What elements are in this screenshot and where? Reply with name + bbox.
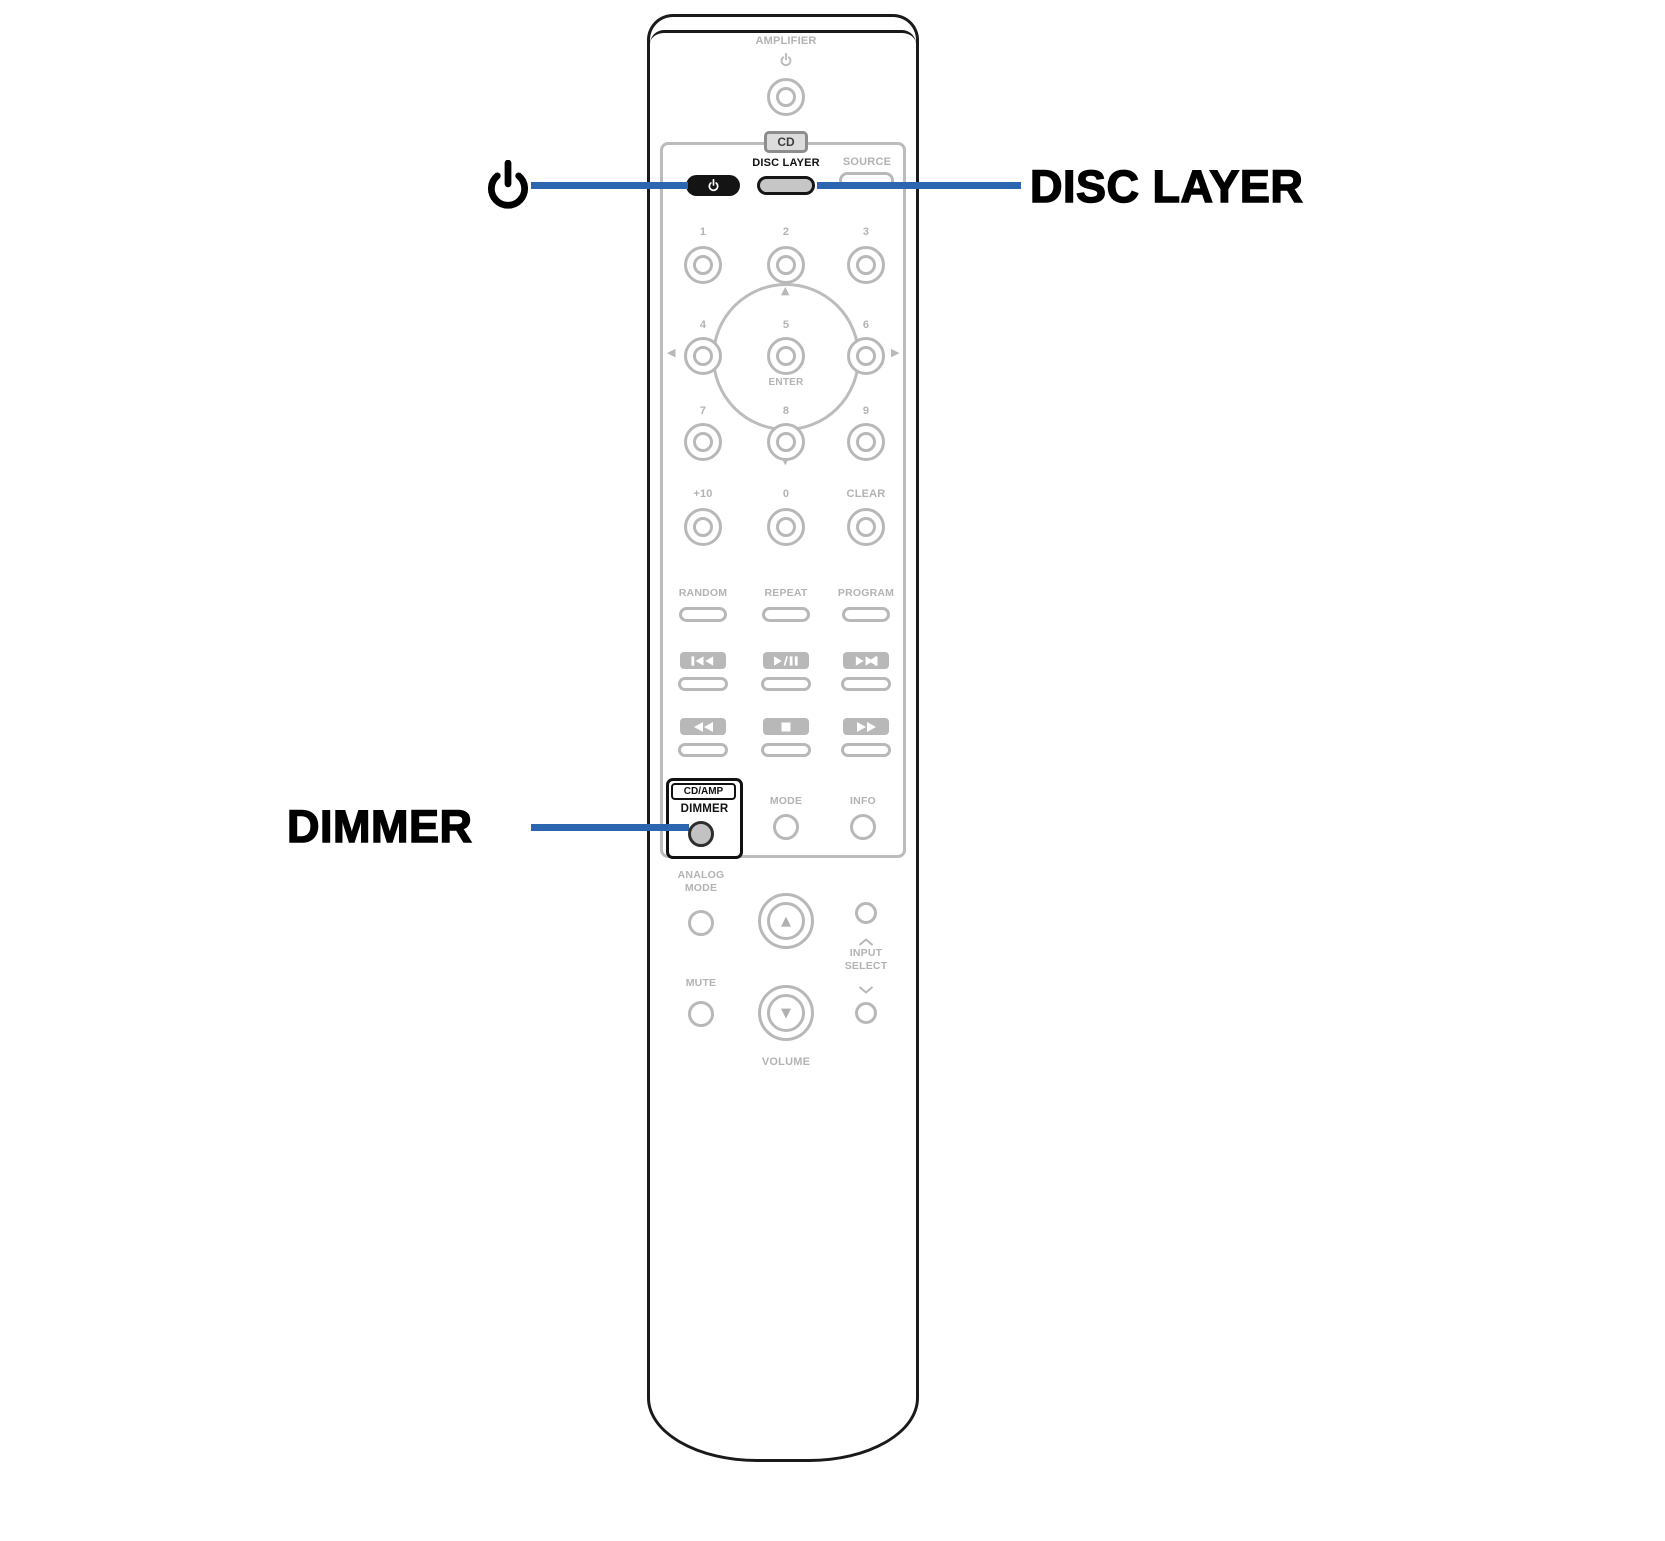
callout-line-disc-layer: [817, 182, 1021, 189]
button-clear[interactable]: [847, 508, 885, 546]
callout-disc-layer-label: DISC LAYER: [1029, 161, 1304, 212]
button-4[interactable]: [684, 337, 722, 375]
chevron-up-icon: [858, 933, 874, 951]
amplifier-power-icon: [779, 53, 793, 72]
mute-button[interactable]: [688, 1001, 714, 1027]
info-label: INFO: [850, 795, 876, 807]
skip-forward-button[interactable]: [841, 677, 891, 691]
button-9[interactable]: [847, 423, 885, 461]
button-plus10[interactable]: [684, 508, 722, 546]
dimmer-button-label: DIMMER: [680, 803, 729, 815]
callout-line-power: [531, 182, 688, 189]
label-6: 6: [862, 319, 870, 331]
label-3: 3: [862, 226, 870, 238]
fast-forward-button[interactable]: [841, 743, 891, 757]
cd-power-button[interactable]: [686, 175, 740, 196]
rewind-icon: [680, 718, 726, 735]
mode-button[interactable]: [773, 814, 799, 840]
dimmer-button[interactable]: [688, 821, 714, 847]
cd-section-badge: CD: [764, 131, 808, 153]
select-label: SELECT: [844, 960, 888, 972]
button-3[interactable]: [847, 246, 885, 284]
analog-mode-label-line2: MODE: [684, 882, 718, 894]
stop-icon: [763, 718, 809, 735]
label-5: 5: [782, 319, 790, 331]
source-label: SOURCE: [842, 156, 892, 168]
disc-layer-button-label: DISC LAYER: [752, 157, 820, 169]
label-4: 4: [699, 319, 707, 331]
play-pause-icon: [763, 652, 809, 669]
cursor-right-icon: ▶: [891, 346, 900, 359]
volume-up-icon: ▲: [781, 913, 791, 929]
remote-top-seam: [650, 30, 916, 44]
label-0: 0: [782, 488, 790, 500]
label-plus10: +10: [693, 488, 713, 500]
input-label: INPUT: [849, 947, 883, 959]
button-1[interactable]: [684, 246, 722, 284]
label-7: 7: [699, 405, 707, 417]
button-0[interactable]: [767, 508, 805, 546]
program-label: PROGRAM: [837, 587, 895, 599]
skip-back-icon: [680, 652, 726, 669]
volume-up-button[interactable]: ▲: [758, 893, 814, 949]
analog-mode-button[interactable]: [688, 910, 714, 936]
label-9: 9: [862, 405, 870, 417]
volume-down-icon: ▼: [781, 1005, 791, 1021]
skip-back-button[interactable]: [678, 677, 728, 691]
cursor-left-icon: ◀: [667, 346, 676, 359]
play-pause-button[interactable]: [761, 677, 811, 691]
label-1: 1: [699, 226, 707, 238]
button-2[interactable]: [767, 246, 805, 284]
cursor-up-icon: ▲: [781, 284, 790, 297]
chevron-down-icon: [858, 981, 874, 999]
amplifier-label: AMPLIFIER: [755, 35, 817, 47]
cd-amp-badge: CD/AMP: [671, 783, 736, 800]
rewind-button[interactable]: [678, 743, 728, 757]
enter-label: ENTER: [768, 377, 804, 388]
amplifier-power-button[interactable]: [767, 78, 805, 116]
power-icon: [482, 160, 534, 212]
repeat-button[interactable]: [762, 607, 810, 622]
disc-layer-button[interactable]: [757, 176, 815, 195]
stop-button[interactable]: [761, 743, 811, 757]
mute-label: MUTE: [685, 977, 717, 989]
label-clear: CLEAR: [846, 488, 886, 500]
input-select-up-button[interactable]: [855, 902, 877, 924]
skip-forward-icon: [843, 652, 889, 669]
info-button[interactable]: [850, 814, 876, 840]
button-5[interactable]: [767, 337, 805, 375]
analog-mode-label-line1: ANALOG: [677, 869, 725, 881]
volume-down-button[interactable]: ▼: [758, 985, 814, 1041]
button-7[interactable]: [684, 423, 722, 461]
label-8: 8: [782, 405, 790, 417]
fast-forward-icon: [843, 718, 889, 735]
repeat-label: REPEAT: [764, 587, 808, 599]
volume-label: VOLUME: [761, 1056, 811, 1068]
input-select-down-button[interactable]: [855, 1002, 877, 1024]
random-button[interactable]: [679, 607, 727, 622]
program-button[interactable]: [842, 607, 890, 622]
callout-line-dimmer: [531, 824, 689, 831]
callout-dimmer-label: DIMMER: [286, 801, 473, 852]
cd-power-icon: [707, 179, 720, 192]
random-label: RANDOM: [678, 587, 728, 599]
label-2: 2: [782, 226, 790, 238]
button-6[interactable]: [847, 337, 885, 375]
button-8[interactable]: [767, 423, 805, 461]
mode-label: MODE: [769, 795, 803, 807]
